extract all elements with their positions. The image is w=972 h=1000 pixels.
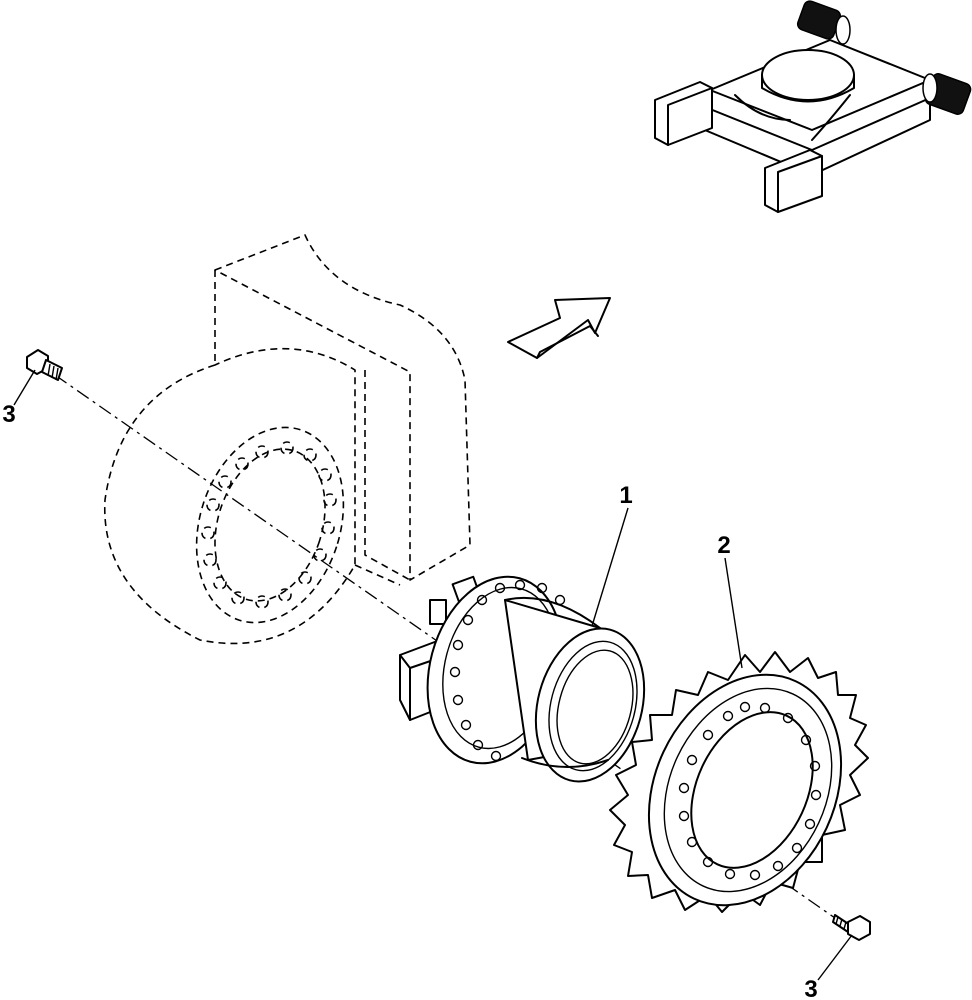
roller-top [796,0,851,45]
leader-3-left [13,369,36,406]
track-frame-mount-phantom [104,234,471,645]
callout-3-right: 3 [804,976,817,1000]
travel-motor-part-1 [399,575,646,783]
callout-3-left: 3 [2,401,15,428]
roller-right [922,73,972,115]
phantom-bolt-hole-circle [201,441,337,609]
motor-flange-bolt-holes [449,579,566,762]
bolt-right-part-3 [832,914,871,941]
leader-1 [591,507,629,627]
sprocket-part-2 [609,651,869,913]
sprocket-bolt-holes [678,701,822,881]
callout-1: 1 [619,482,632,509]
leader-3-right [817,934,853,981]
direction-arrow [507,297,611,359]
callout-2: 2 [717,532,730,559]
leader-2 [724,557,743,669]
track-frame-locator [654,0,972,213]
bolt-left-part-3 [26,349,63,381]
